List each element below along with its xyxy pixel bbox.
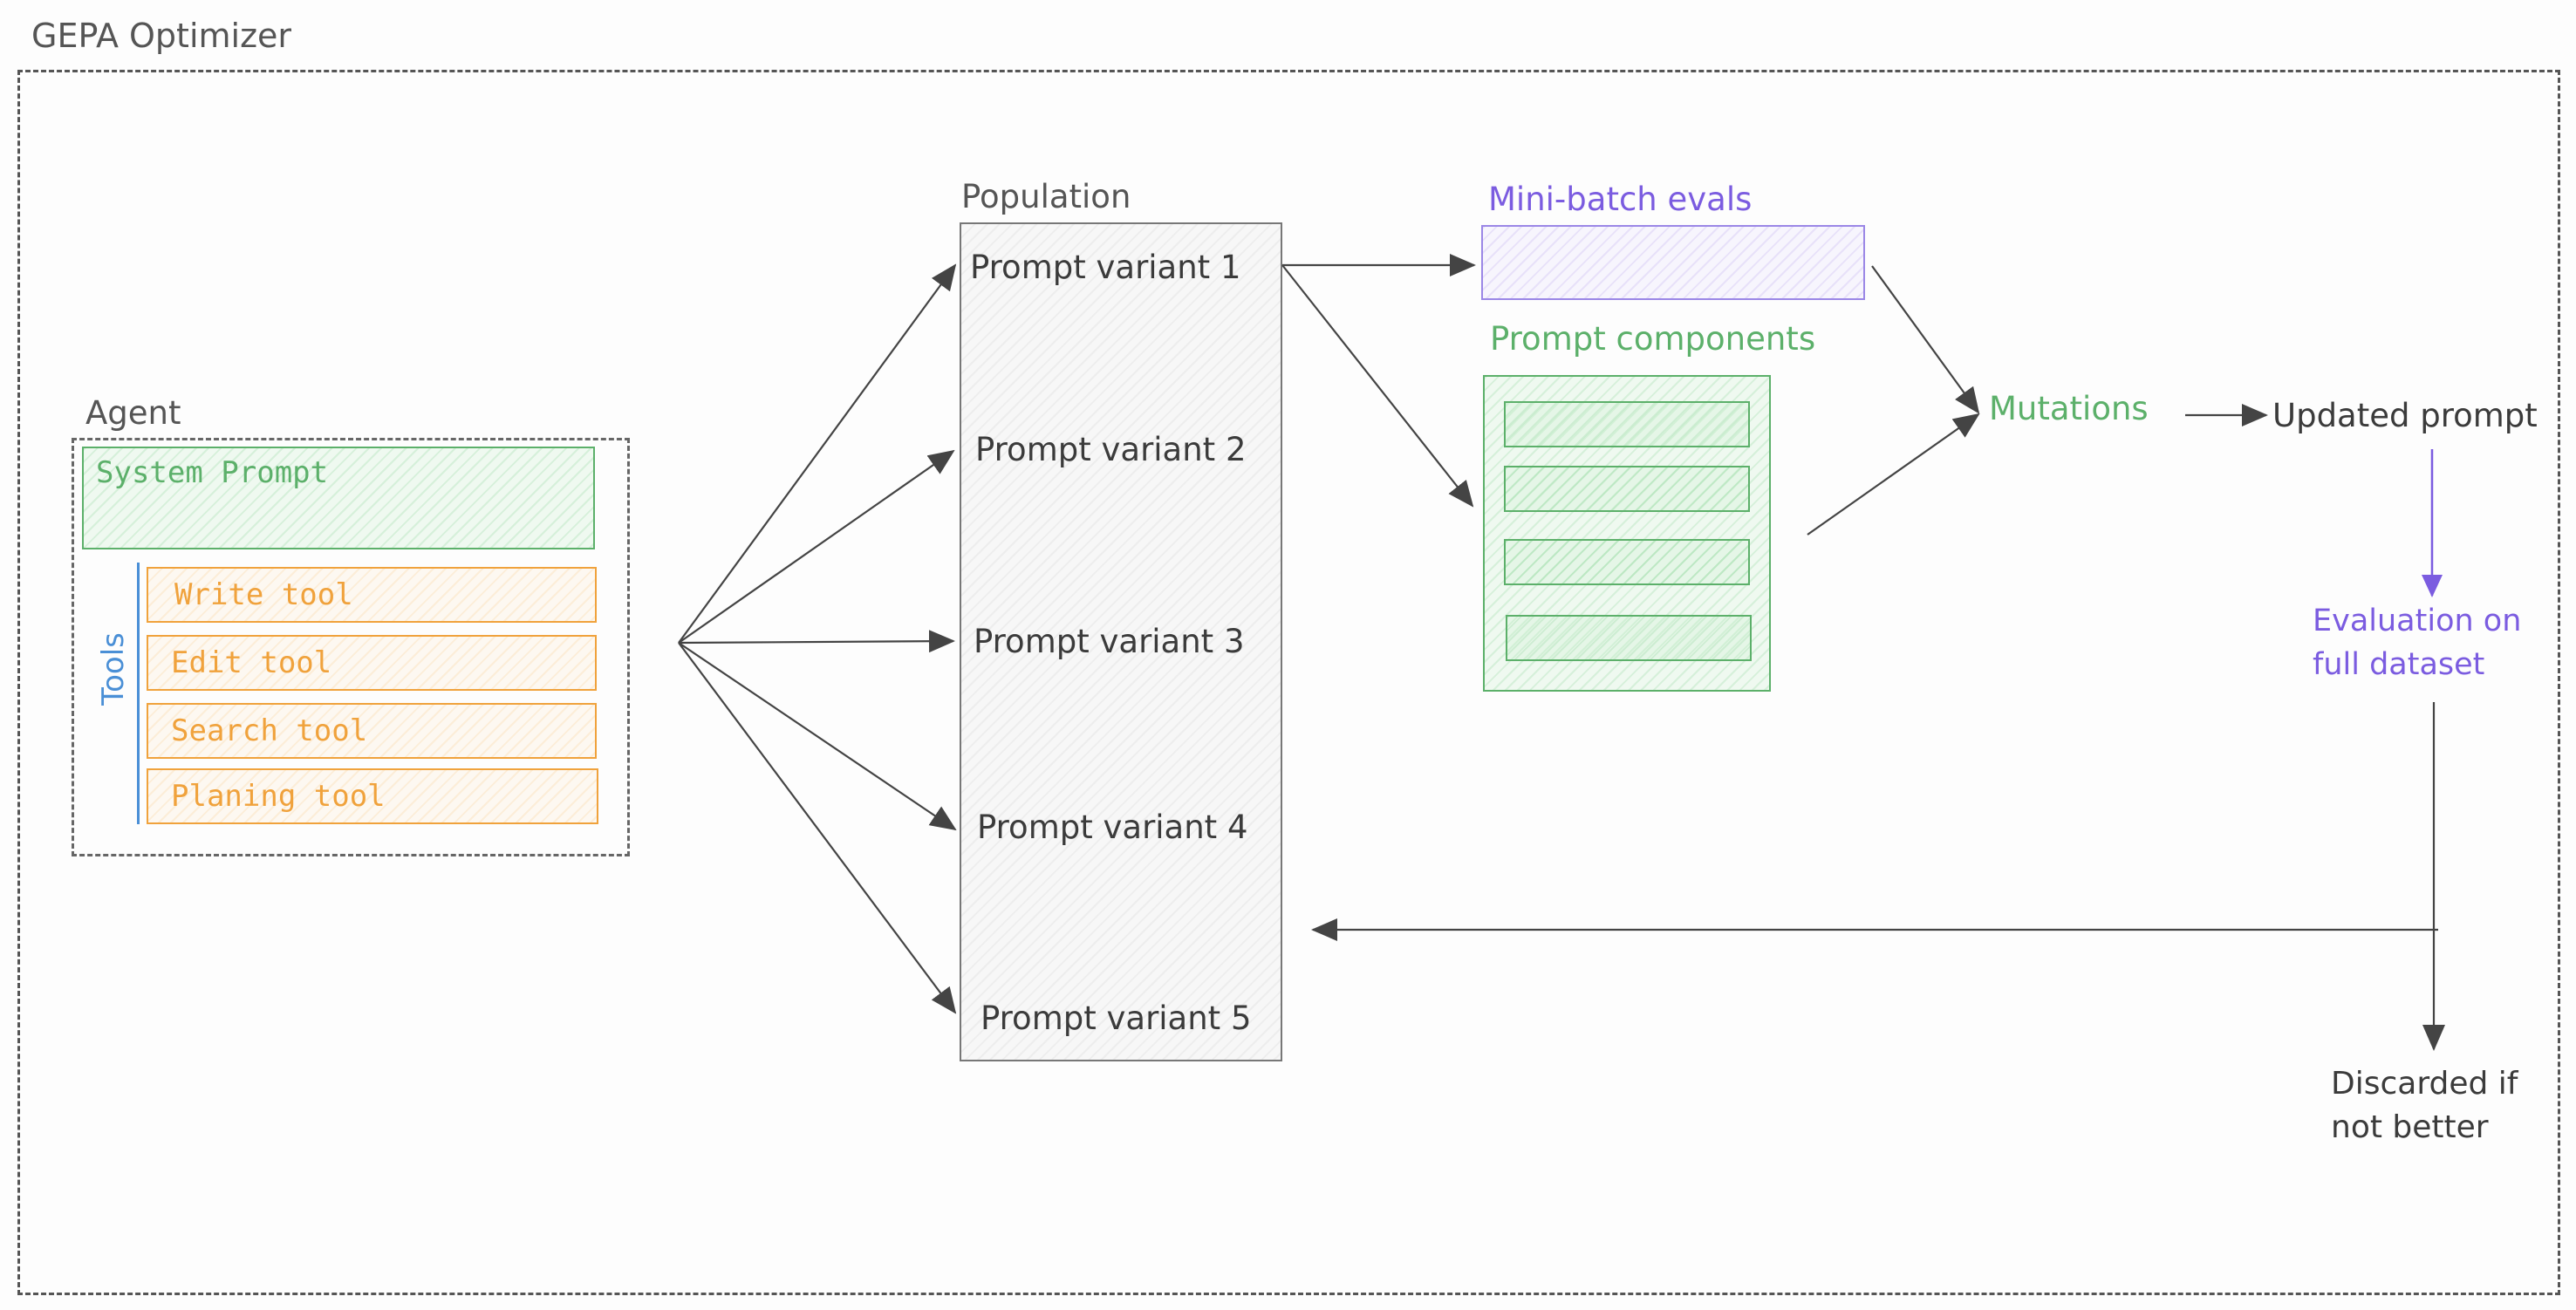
component-4 <box>1506 615 1752 661</box>
prompt-variant-3: Prompt variant 3 <box>974 623 1245 660</box>
tool-box-write <box>147 567 597 623</box>
tool-label-planing: Planing tool <box>171 779 386 814</box>
agent-label: Agent <box>85 394 181 432</box>
population-label: Population <box>961 178 1131 215</box>
prompt-variant-1: Prompt variant 1 <box>970 249 1241 286</box>
prompt-components-box <box>1483 375 1771 692</box>
component-1 <box>1504 401 1750 447</box>
prompt-variant-2: Prompt variant 2 <box>975 431 1247 468</box>
component-3 <box>1504 539 1750 585</box>
system-prompt-box <box>82 447 595 549</box>
prompt-variant-5: Prompt variant 5 <box>981 1000 1252 1037</box>
tools-bracket <box>137 563 140 824</box>
prompt-variant-4: Prompt variant 4 <box>977 809 1248 846</box>
tool-label-search: Search tool <box>171 713 368 748</box>
discarded-label-line2: not better <box>2331 1109 2489 1145</box>
discarded-label-line1: Discarded if <box>2331 1066 2518 1102</box>
tool-label-write: Write tool <box>174 577 353 612</box>
evaluation-label-line1: Evaluation on <box>2313 604 2522 638</box>
mini-batch-label: Mini-batch evals <box>1488 181 1753 218</box>
tool-box-search <box>147 703 597 759</box>
component-2 <box>1504 466 1750 512</box>
system-prompt-label: System Prompt <box>96 455 329 490</box>
population-box <box>960 222 1282 1061</box>
optimizer-frame <box>17 70 2560 1295</box>
tools-label: Tools <box>96 632 131 706</box>
agent-frame <box>72 438 630 856</box>
prompt-components-label: Prompt components <box>1490 320 1816 358</box>
mini-batch-box <box>1481 225 1865 300</box>
evaluation-label-line2: full dataset <box>2313 647 2485 682</box>
tool-box-planing <box>147 768 598 824</box>
optimizer-title: GEPA Optimizer <box>31 17 292 55</box>
mutations-label: Mutations <box>1989 390 2149 427</box>
updated-prompt-label: Updated prompt <box>2272 397 2538 434</box>
tool-label-edit: Edit tool <box>171 645 332 680</box>
tool-box-edit <box>147 635 597 691</box>
